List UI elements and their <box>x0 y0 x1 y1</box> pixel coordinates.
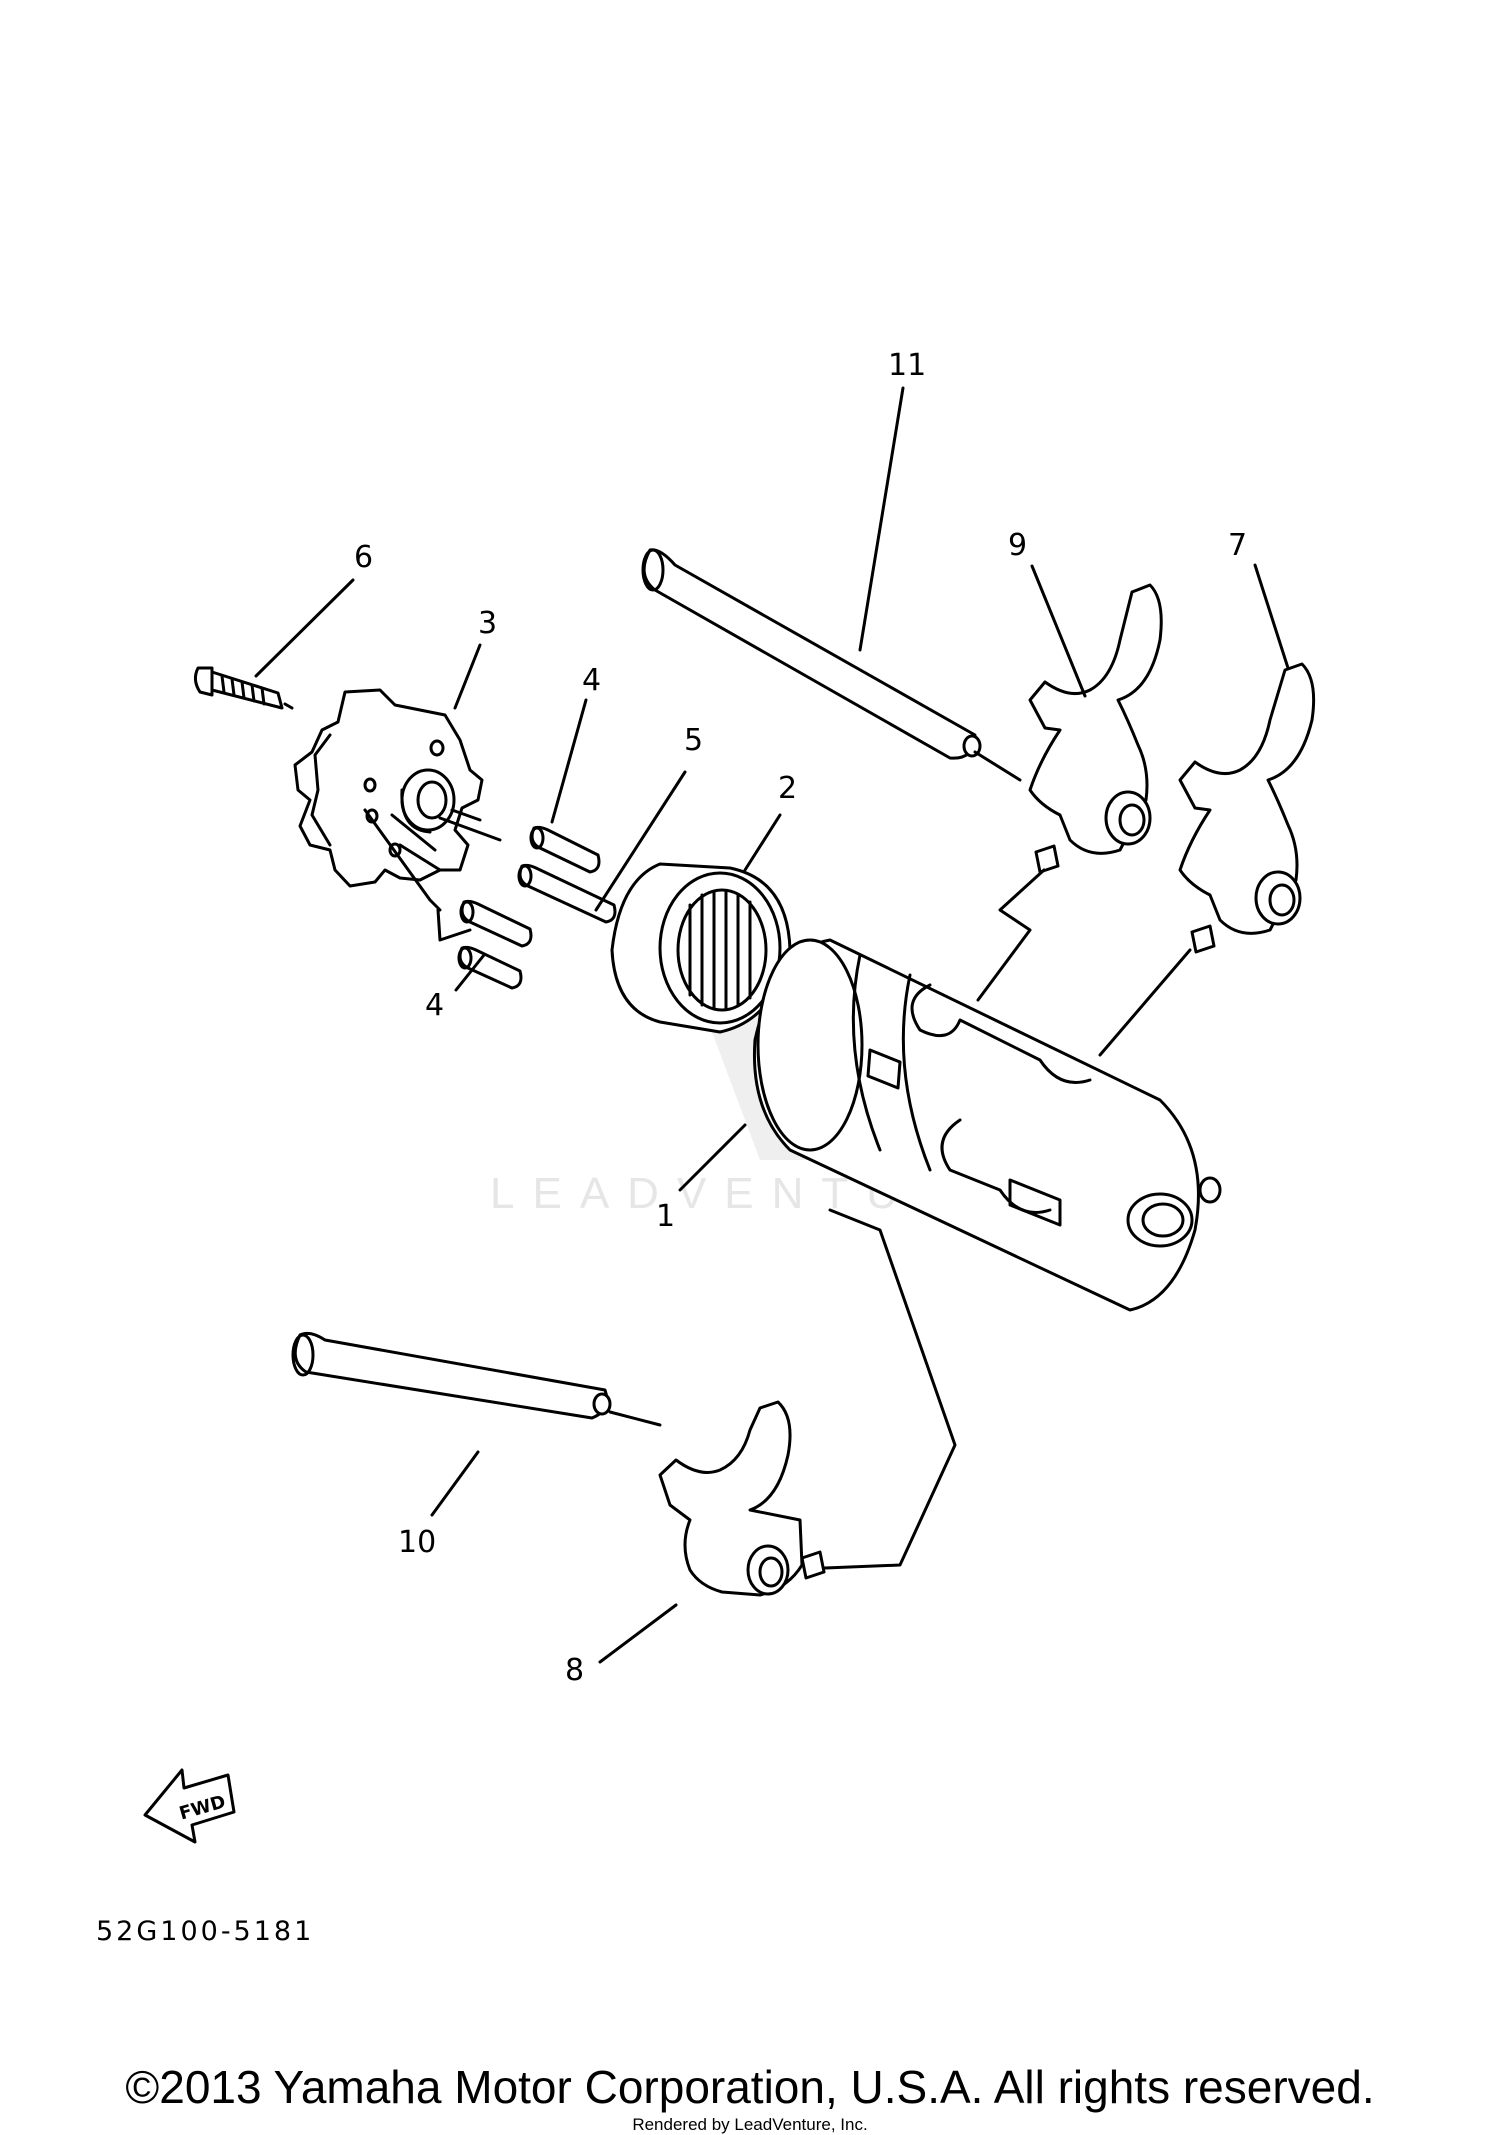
connector-lines <box>823 868 1192 1570</box>
leader-lines <box>254 386 1290 1664</box>
label-part-6: 6 <box>354 540 373 575</box>
bolt-part <box>193 666 294 710</box>
label-part-3: 3 <box>478 606 497 641</box>
pin-part-lower <box>459 899 533 948</box>
diagram-code: 52G100-5181 <box>96 1916 314 1947</box>
label-part-4-upper: 4 <box>582 663 601 698</box>
label-part-11: 11 <box>888 348 926 383</box>
shift-fork-right-part <box>1178 662 1316 954</box>
rendered-by-notice: Rendered by LeadVenture, Inc. <box>632 2115 868 2134</box>
label-part-1: 1 <box>656 1199 675 1234</box>
copyright-notice: ©2013 Yamaha Motor Corporation, U.S.A. A… <box>125 2061 1375 2113</box>
shift-drum-part <box>752 938 1222 1312</box>
pin-part-upper <box>529 825 601 874</box>
label-part-10: 10 <box>398 1525 436 1560</box>
alignment-lines <box>363 808 472 942</box>
label-part-7: 7 <box>1228 528 1247 563</box>
guide-bar-lower-part <box>291 1331 662 1427</box>
shift-fork-upper-part <box>1028 583 1163 874</box>
shift-fork-lower-part <box>658 1400 826 1597</box>
label-part-2: 2 <box>778 771 797 806</box>
fwd-arrow-icon: FWD <box>143 1768 236 1844</box>
label-part-4-lower: 4 <box>425 988 444 1023</box>
guide-bar-upper-part <box>641 548 1022 782</box>
label-part-5: 5 <box>684 723 703 758</box>
label-part-9: 9 <box>1008 528 1027 563</box>
label-part-8: 8 <box>565 1653 584 1688</box>
bearing-part <box>610 862 792 1034</box>
long-pin-part <box>517 863 617 924</box>
pin-part-bottom <box>457 945 523 990</box>
segment-part <box>293 688 502 888</box>
